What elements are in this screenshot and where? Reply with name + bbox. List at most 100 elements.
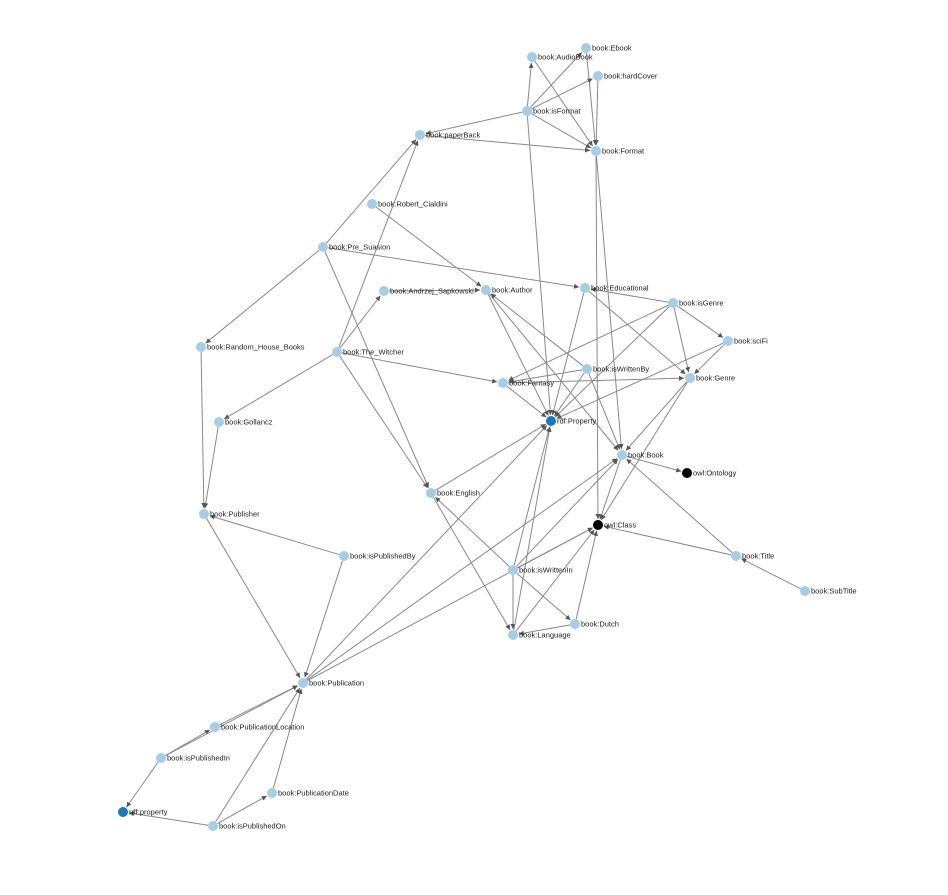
- node-circle[interactable]: [682, 468, 692, 478]
- edge-Witcher-English: [339, 355, 429, 489]
- node-circle[interactable]: [156, 753, 166, 763]
- node-circle[interactable]: [508, 565, 518, 575]
- node-circle[interactable]: [210, 722, 220, 732]
- node-isWrittenIn[interactable]: book:isWrittenIn: [508, 565, 573, 575]
- node-circle[interactable]: [685, 373, 695, 383]
- edge-SubTitle-Title: [741, 558, 801, 590]
- node-circle[interactable]: [580, 283, 590, 293]
- node-Title[interactable]: book:Title: [731, 551, 774, 561]
- node-circle[interactable]: [339, 551, 349, 561]
- node-isWrittenBy[interactable]: book:isWrittenBy: [582, 364, 649, 374]
- node-Robert[interactable]: book:Robert_Cialdini: [367, 199, 448, 209]
- node-circle[interactable]: [546, 416, 556, 426]
- node-Genre[interactable]: book:Genre: [685, 373, 735, 383]
- node-label: book:isPublishedBy: [350, 552, 416, 561]
- node-circle[interactable]: [668, 298, 678, 308]
- node-circle[interactable]: [593, 520, 603, 530]
- node-label: book:Title: [742, 552, 774, 561]
- node-circle[interactable]: [318, 242, 328, 252]
- node-Educational[interactable]: book:Educational: [580, 283, 649, 293]
- node-isGenre[interactable]: book:isGenre: [668, 298, 724, 308]
- node-circle[interactable]: [367, 199, 377, 209]
- node-circle[interactable]: [199, 509, 209, 519]
- node-label: book:Author: [492, 286, 533, 295]
- node-circle[interactable]: [332, 347, 342, 357]
- node-Andrzej[interactable]: book:Andrzej_Sapkowski: [379, 286, 474, 296]
- node-SubTitle[interactable]: book:SubTitle: [800, 586, 857, 596]
- node-Ontology[interactable]: owl:Ontology: [682, 468, 737, 478]
- node-PublicationLocation[interactable]: book:PublicationLocation: [210, 722, 304, 732]
- edge-isGenre-Fantasy: [508, 304, 669, 381]
- node-label: rdf:property: [129, 808, 168, 817]
- node-circle[interactable]: [522, 106, 532, 116]
- node-circle[interactable]: [570, 619, 580, 629]
- node-paperBack[interactable]: book:paperBack: [415, 130, 480, 140]
- node-circle[interactable]: [196, 342, 206, 352]
- edge-isWrittenIn-English: [435, 496, 510, 567]
- node-Ebook[interactable]: book:Ebook: [581, 43, 632, 53]
- node-label: book:Robert_Cialdini: [378, 200, 448, 209]
- node-PublicationDate[interactable]: book:PublicationDate: [267, 788, 349, 798]
- edge-isPublishedBy-Publication: [304, 560, 343, 678]
- edge-paperBack-Format: [424, 134, 591, 153]
- node-owlClass[interactable]: owl:Class: [593, 520, 636, 530]
- node-circle[interactable]: [298, 678, 308, 688]
- node-circle[interactable]: [379, 286, 389, 296]
- node-RandomHouse[interactable]: book:Random_House_Books: [196, 342, 305, 352]
- node-Fantasy[interactable]: book:Fantasy: [498, 378, 554, 388]
- node-isFormat[interactable]: book:isFormat: [522, 106, 581, 116]
- edge-isWrittenIn-rdfProperty: [513, 426, 551, 566]
- node-Author[interactable]: book:Author: [481, 285, 533, 295]
- edge-isPublishedIn-rdfpropLower: [126, 761, 159, 808]
- node-Publisher[interactable]: book:Publisher: [199, 509, 260, 519]
- node-sciFi[interactable]: book:sciFi: [723, 336, 768, 346]
- node-rdfProperty[interactable]: rdf:Property: [546, 416, 596, 426]
- edge-sciFi-Genre: [693, 344, 725, 375]
- node-AudioBook[interactable]: book:AudioBook: [527, 52, 593, 62]
- node-isPublishedOn[interactable]: book:isPublishedOn: [208, 821, 286, 831]
- node-circle[interactable]: [800, 586, 810, 596]
- node-label: book:isGenre: [679, 299, 724, 308]
- node-isPublishedIn[interactable]: book:isPublishedIn: [156, 753, 230, 763]
- node-Book[interactable]: book:Book: [617, 450, 664, 460]
- edge-sciFi-rdfProperty: [556, 342, 724, 419]
- edge-Publication-owlClass: [307, 527, 593, 682]
- node-circle[interactable]: [581, 43, 591, 53]
- node-circle[interactable]: [723, 336, 733, 346]
- node-circle[interactable]: [415, 130, 425, 140]
- node-PreSuasion[interactable]: book:Pre_Suasion: [318, 242, 390, 252]
- node-label: book:isFormat: [533, 107, 581, 116]
- node-circle[interactable]: [208, 821, 218, 831]
- node-English[interactable]: book:English: [426, 488, 480, 498]
- node-circle[interactable]: [582, 364, 592, 374]
- node-rdfpropLower[interactable]: rdf:property: [118, 807, 168, 817]
- node-circle[interactable]: [426, 488, 436, 498]
- node-circle[interactable]: [118, 807, 128, 817]
- node-Gollancz[interactable]: book:Gollancz: [214, 417, 273, 427]
- edge-Witcher-Andrzej: [339, 295, 381, 349]
- node-circle[interactable]: [527, 52, 537, 62]
- node-circle[interactable]: [508, 630, 518, 640]
- edge-isFormat-AudioBook: [526, 62, 534, 107]
- edge-English-rdfProperty: [435, 423, 547, 491]
- node-circle[interactable]: [591, 146, 601, 156]
- edge-isWrittenBy-Book: [588, 373, 621, 450]
- node-Dutch[interactable]: book:Dutch: [570, 619, 619, 629]
- node-circle[interactable]: [617, 450, 627, 460]
- node-circle[interactable]: [498, 378, 508, 388]
- node-Language[interactable]: book:Language: [508, 630, 571, 640]
- node-isPublishedBy[interactable]: book:isPublishedBy: [339, 551, 416, 561]
- node-circle[interactable]: [731, 551, 741, 561]
- node-label: book:Format: [602, 147, 645, 156]
- edge-RandomHouse-Publisher: [200, 351, 207, 509]
- node-Publication[interactable]: book:Publication: [298, 678, 364, 688]
- node-Witcher[interactable]: book:The_Witcher: [332, 347, 404, 357]
- node-circle[interactable]: [267, 788, 277, 798]
- node-circle[interactable]: [481, 285, 491, 295]
- node-circle[interactable]: [214, 417, 224, 427]
- node-circle[interactable]: [593, 71, 603, 81]
- node-hardCover[interactable]: book:hardCover: [593, 71, 658, 81]
- edge-isFormat-hardCover: [531, 78, 593, 110]
- node-Format[interactable]: book:Format: [591, 146, 645, 156]
